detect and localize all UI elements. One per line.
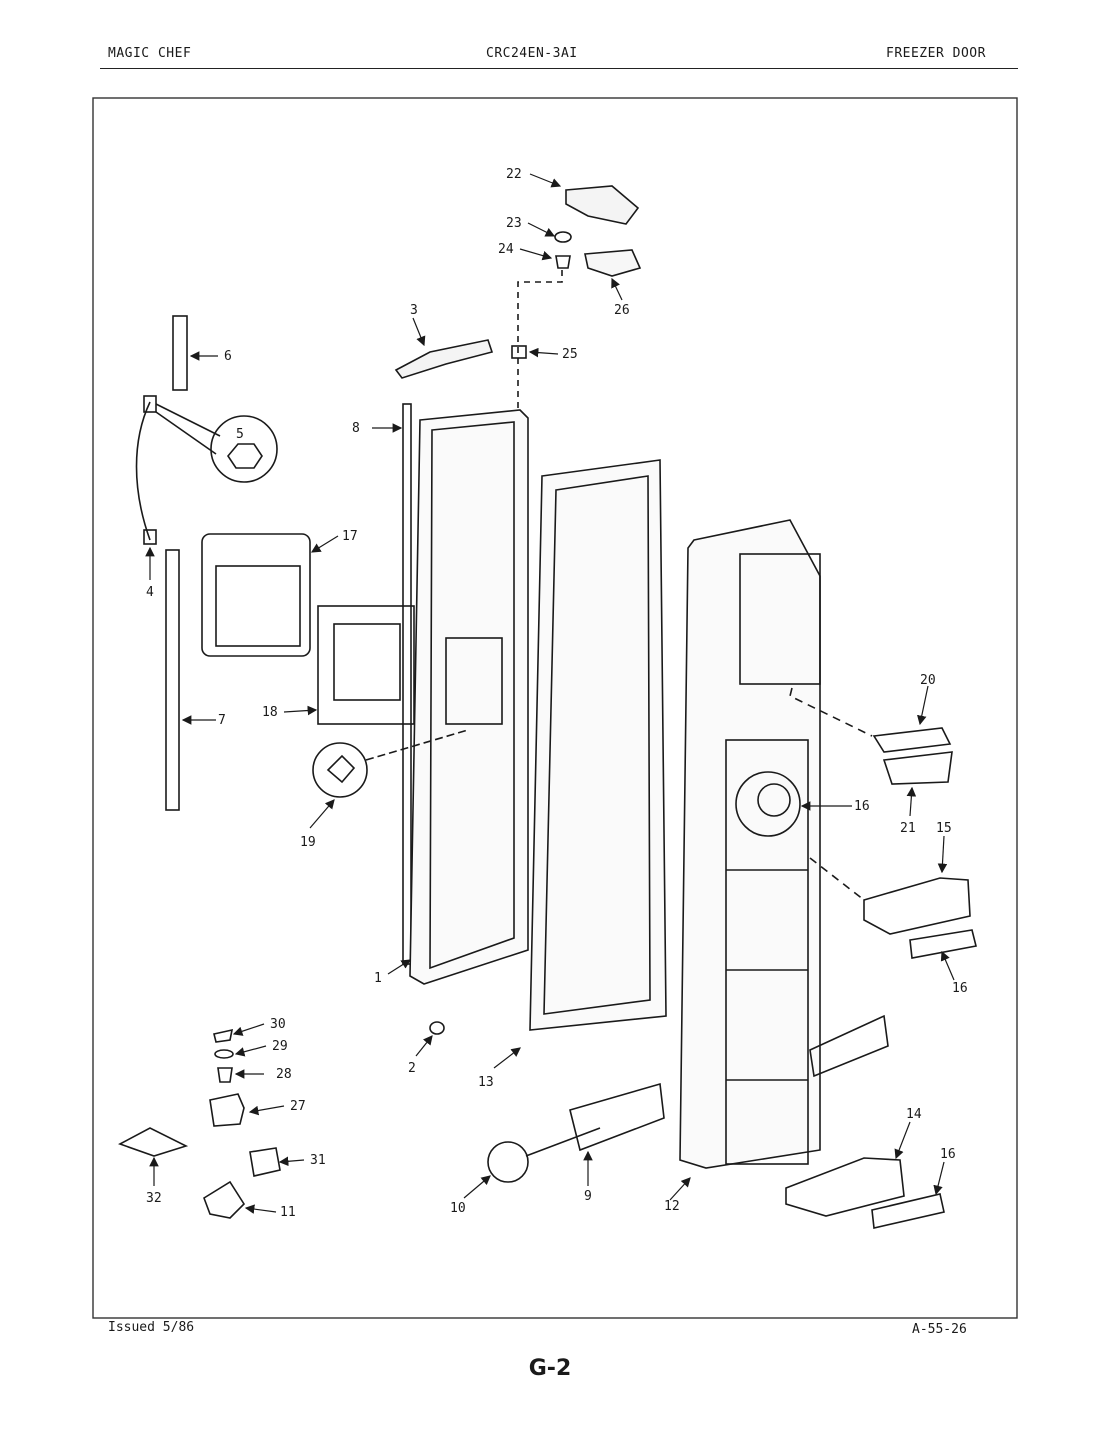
detail-leader-5a — [155, 403, 221, 437]
callout-14: 14 — [906, 1107, 922, 1122]
part-33-plate — [118, 1127, 189, 1157]
diagram-frame — [92, 97, 1018, 1319]
callout-15: 15 — [936, 821, 952, 836]
part-12-shelf-area — [725, 739, 809, 1165]
detail-leader-5b — [155, 411, 217, 455]
part-5-nut — [227, 443, 263, 469]
part-9-handle-bracket-b — [809, 1014, 889, 1078]
callout-22: 21 — [900, 821, 916, 836]
part-1-door-liner — [409, 409, 529, 985]
callout-24: 23 — [506, 216, 522, 231]
callout-32: 31 — [310, 1153, 326, 1168]
callout-16-upper: 16 — [952, 981, 968, 996]
part-4-end-bottom — [143, 529, 157, 545]
callout-21: 20 — [920, 673, 936, 688]
part-25-bushing — [555, 255, 571, 269]
part-17-dial — [735, 771, 801, 837]
callout-12: 12 — [664, 1199, 680, 1214]
callout-13: 13 — [478, 1075, 494, 1090]
callout-18: 17 — [342, 529, 358, 544]
callout-10: 10 — [450, 1201, 466, 1216]
part-12-ice-chute-box — [739, 553, 821, 685]
part-14-door-bin — [785, 1157, 905, 1217]
part-20-detail-circle — [312, 742, 368, 798]
part-31-nut — [213, 1028, 234, 1043]
callout-28: 27 — [290, 1099, 306, 1114]
callout-31: 30 — [270, 1017, 286, 1032]
callout-7: 7 — [218, 713, 226, 728]
part-26-bushing — [511, 345, 527, 359]
part-6-trim — [172, 315, 188, 391]
header-rule — [100, 68, 1018, 69]
part-13-inner — [543, 475, 651, 1015]
part-30-washer — [214, 1049, 234, 1059]
footer-doc-number: A-55-26 — [912, 1322, 967, 1337]
part-17-knob — [757, 783, 791, 817]
part-16-trim-top — [909, 929, 977, 959]
assembly-line-21 — [789, 687, 873, 737]
callout-4: 4 — [146, 585, 154, 600]
part-21-cover — [872, 727, 952, 753]
page-code: G-2 — [528, 1356, 572, 1381]
part-22-cup — [882, 751, 953, 785]
part-10-detail-circle — [487, 1141, 529, 1183]
header-model: CRC24EN-3AI — [486, 46, 578, 61]
part-13-gasket — [529, 459, 667, 1031]
callout-5: 5 — [236, 427, 244, 442]
part-11-hinge — [203, 1180, 246, 1219]
part-29-pin — [217, 1067, 233, 1083]
callout-11: 11 — [280, 1205, 296, 1220]
part-1-inner — [429, 421, 515, 970]
part-18-dispenser-housing — [201, 533, 311, 657]
callout-26: 25 — [562, 347, 578, 362]
callout-17: 16 — [854, 799, 870, 814]
part-4-end-top — [143, 395, 157, 413]
part-27-shim — [584, 249, 642, 277]
part-32-bracket — [249, 1147, 281, 1177]
callout-20: 19 — [300, 835, 316, 850]
callout-29: 28 — [276, 1067, 292, 1082]
callout-33: 32 — [146, 1191, 162, 1206]
callout-16-lower: 16 — [940, 1147, 956, 1162]
part-1-panel — [445, 637, 503, 725]
footer-issued: Issued 5/86 — [108, 1320, 195, 1335]
part-3-door-stop — [394, 339, 494, 379]
part-4-cable — [135, 401, 151, 541]
part-2-plug — [429, 1021, 445, 1035]
part-15-door-bin — [863, 877, 971, 935]
callout-1: 1 — [374, 971, 382, 986]
part-19-window — [333, 623, 401, 701]
part-7-trim — [165, 549, 180, 811]
callout-8: 8 — [352, 421, 360, 436]
part-20-clip — [326, 754, 356, 784]
part-8-rod — [402, 403, 412, 965]
detail-leader-10 — [525, 1127, 601, 1157]
callout-19: 18 — [262, 705, 278, 720]
part-23-top-hinge — [565, 185, 640, 225]
callout-3: 3 — [410, 303, 418, 318]
header-section: FREEZER DOOR — [886, 46, 986, 61]
part-9-handle-bracket — [569, 1082, 665, 1152]
part-24-washer — [554, 231, 572, 243]
callout-labels: 22 23 24 26 3 25 6 8 5 4 17 18 7 19 1 2 … — [146, 167, 968, 1220]
detail-leader-20 — [365, 729, 469, 761]
part-19-plate — [317, 605, 415, 725]
callout-25: 24 — [498, 242, 514, 257]
part-16-trim-bottom — [871, 1193, 945, 1229]
callout-6: 6 — [224, 349, 232, 364]
part-12-door-panel — [679, 519, 821, 1169]
callout-2: 2 — [408, 1061, 416, 1076]
callout-30: 29 — [272, 1039, 288, 1054]
callout-23: 22 — [506, 167, 522, 182]
part-5-detail-circle — [210, 415, 278, 483]
part-18-opening — [215, 565, 301, 647]
assembly-line-15 — [809, 857, 865, 901]
hinge-axis-line — [517, 270, 563, 412]
callout-27: 26 — [614, 303, 630, 318]
part-28-bracket — [209, 1093, 245, 1127]
header-brand: MAGIC CHEF — [108, 46, 192, 61]
callout-9: 9 — [584, 1189, 592, 1204]
